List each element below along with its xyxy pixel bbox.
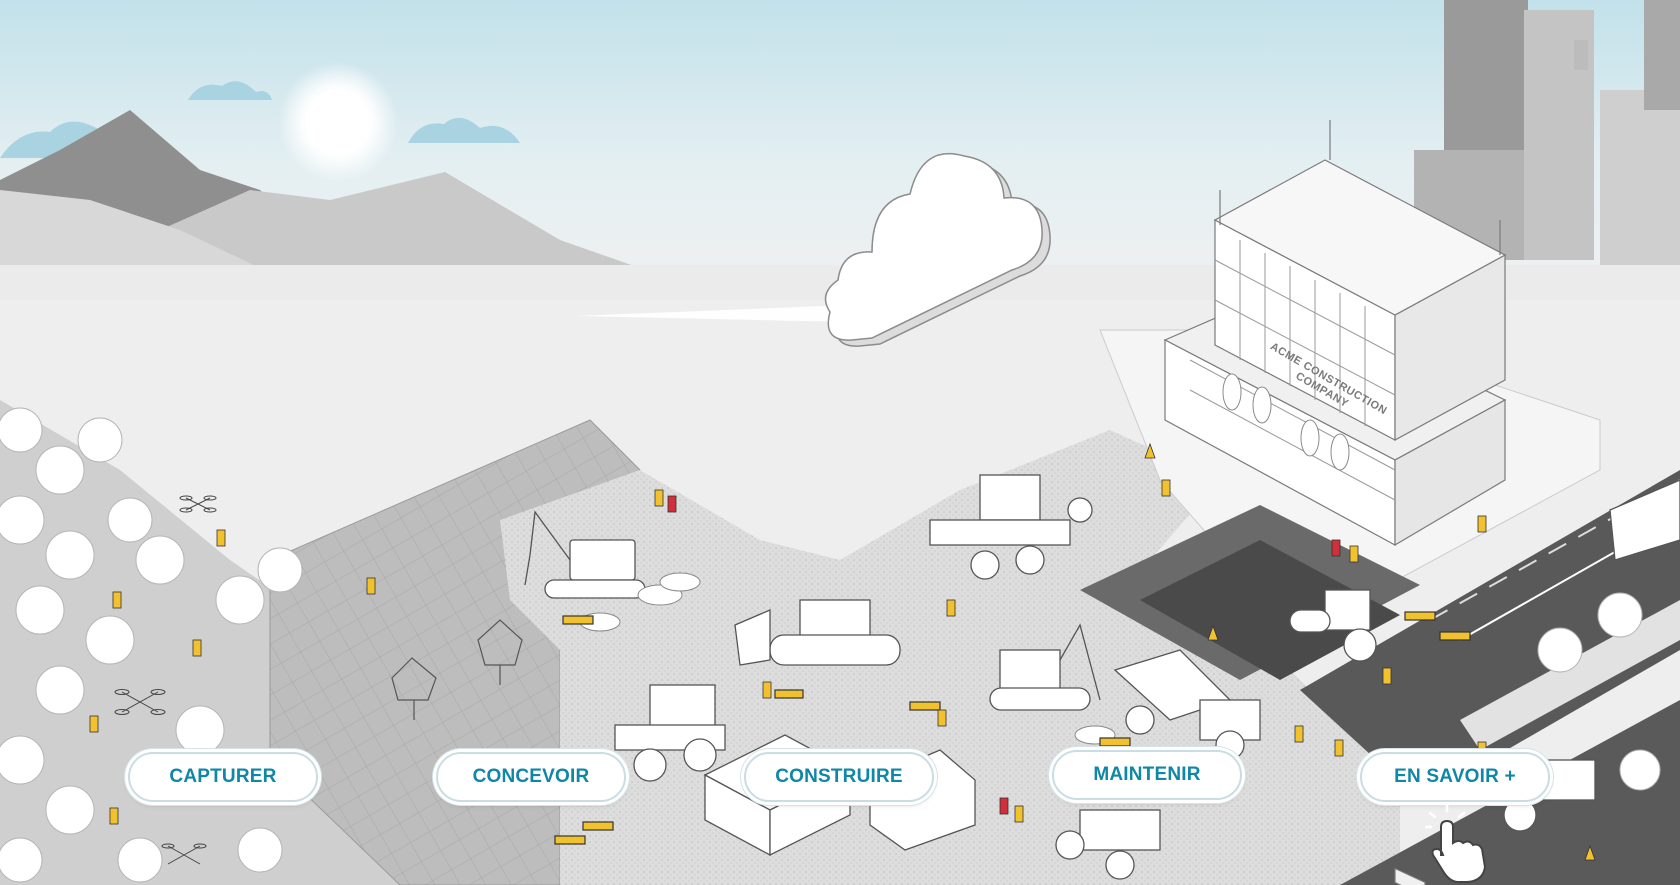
trees bbox=[0, 407, 1661, 883]
truck-road bbox=[1609, 479, 1680, 561]
en-savoir-plus-button[interactable]: EN SAVOIR + bbox=[1360, 752, 1550, 802]
dump-truck bbox=[1113, 649, 1261, 760]
road-roller bbox=[1289, 589, 1377, 662]
barriers bbox=[554, 611, 1471, 845]
workers bbox=[89, 479, 1487, 825]
concevoir-button[interactable]: CONCEVOIR bbox=[436, 752, 626, 802]
planters bbox=[1222, 373, 1350, 471]
excavator-1 bbox=[524, 510, 646, 599]
field-trees bbox=[391, 619, 523, 720]
drones bbox=[114, 495, 217, 865]
maintenir-button[interactable]: MAINTENIR bbox=[1052, 750, 1242, 800]
roads bbox=[1080, 470, 1680, 885]
cloud-icon bbox=[824, 152, 1051, 347]
grader bbox=[929, 474, 1093, 580]
bulldozer bbox=[734, 599, 901, 666]
wheel-loader bbox=[614, 684, 726, 782]
construire-button[interactable]: CONSTRUIRE bbox=[744, 752, 934, 802]
motion-streak bbox=[575, 305, 850, 322]
traffic-cones bbox=[1144, 442, 1596, 861]
office-building bbox=[1163, 120, 1507, 885]
hand-pointer-icon bbox=[1425, 805, 1487, 883]
sun-icon bbox=[278, 62, 398, 182]
capturer-button[interactable]: CAPTURER bbox=[128, 752, 318, 802]
excavator-2 bbox=[989, 623, 1101, 711]
grader-bottom bbox=[1055, 809, 1161, 880]
